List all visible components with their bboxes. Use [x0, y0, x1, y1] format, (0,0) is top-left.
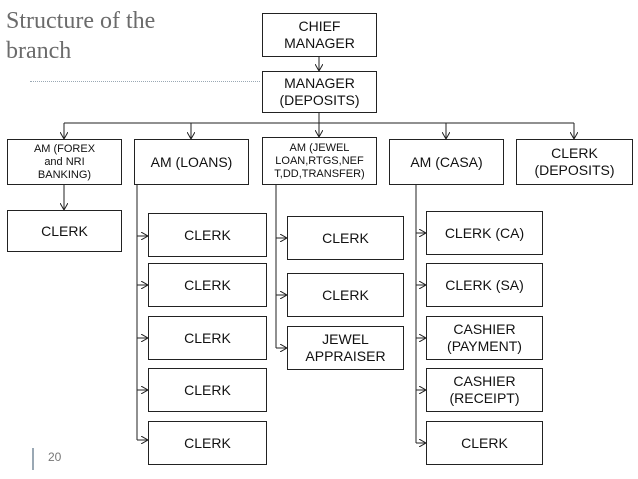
am-casa-box: AM (CASA)	[389, 139, 504, 185]
manager-deposits-box: MANAGER (DEPOSITS)	[262, 71, 377, 113]
am-forex-box: AM (FOREX and NRI BANKING)	[7, 139, 122, 185]
cashier-payment-box: CASHIER (PAYMENT)	[426, 316, 543, 360]
footer-accent-bar	[32, 448, 34, 470]
loans-clerk-box: CLERK	[148, 263, 267, 307]
slide-title: Structure of the branch	[6, 8, 156, 64]
clerk-deposits-box: CLERK (DEPOSITS)	[516, 139, 633, 185]
jewel-appraiser-box: JEWEL APPRAISER	[287, 326, 404, 370]
chief-manager-box: CHIEF MANAGER	[262, 13, 377, 57]
loans-clerk-box: CLERK	[148, 316, 267, 360]
cashier-receipt-box: CASHIER (RECEIPT)	[426, 368, 543, 412]
jewel-clerk-box: CLERK	[287, 216, 404, 260]
am-jewel-box: AM (JEWEL LOAN,RTGS,NEF T,DD,TRANSFER)	[262, 137, 377, 185]
forex-clerk-box: CLERK	[7, 210, 122, 252]
page-number: 20	[48, 450, 62, 464]
casa-clerk-box: CLERK	[426, 421, 543, 465]
title-divider	[30, 81, 260, 82]
jewel-clerk-box: CLERK	[287, 273, 404, 317]
loans-clerk-box: CLERK	[148, 368, 267, 412]
loans-clerk-box: CLERK	[148, 421, 267, 465]
clerk-sa-box: CLERK (SA)	[426, 263, 543, 307]
am-loans-box: AM (LOANS)	[134, 139, 249, 185]
loans-clerk-box: CLERK	[148, 213, 267, 257]
clerk-ca-box: CLERK (CA)	[426, 211, 543, 255]
